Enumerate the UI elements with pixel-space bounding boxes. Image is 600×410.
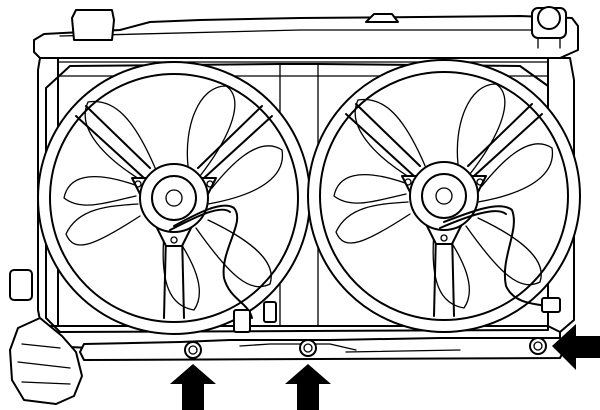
fan-right-connector [541,297,561,313]
up-arrow-icon [170,364,216,410]
bolt-right [529,337,547,355]
fan-left [37,61,311,335]
left-arrow-icon [552,324,600,370]
fan-left-wire [173,204,253,319]
radiator [9,6,579,405]
fan-left-connector [233,309,251,333]
fan-left-blades [63,85,284,311]
upper-mount-tab [365,13,399,23]
fan-right [307,59,581,333]
fan-right-hub [409,161,479,231]
radiator-top-bracket-left [71,9,115,41]
radiator-top-tank [33,15,579,59]
fan-right-wire [443,205,549,307]
lower-shroud-bar [79,337,567,361]
bolt-center [299,339,317,357]
fan-left-hub [139,163,209,233]
up-arrow-icon [285,364,331,410]
fan-right-blades [333,83,554,309]
bolt-left [184,341,202,359]
left-hose-clip [9,269,33,301]
radiator-cap [531,6,567,49]
